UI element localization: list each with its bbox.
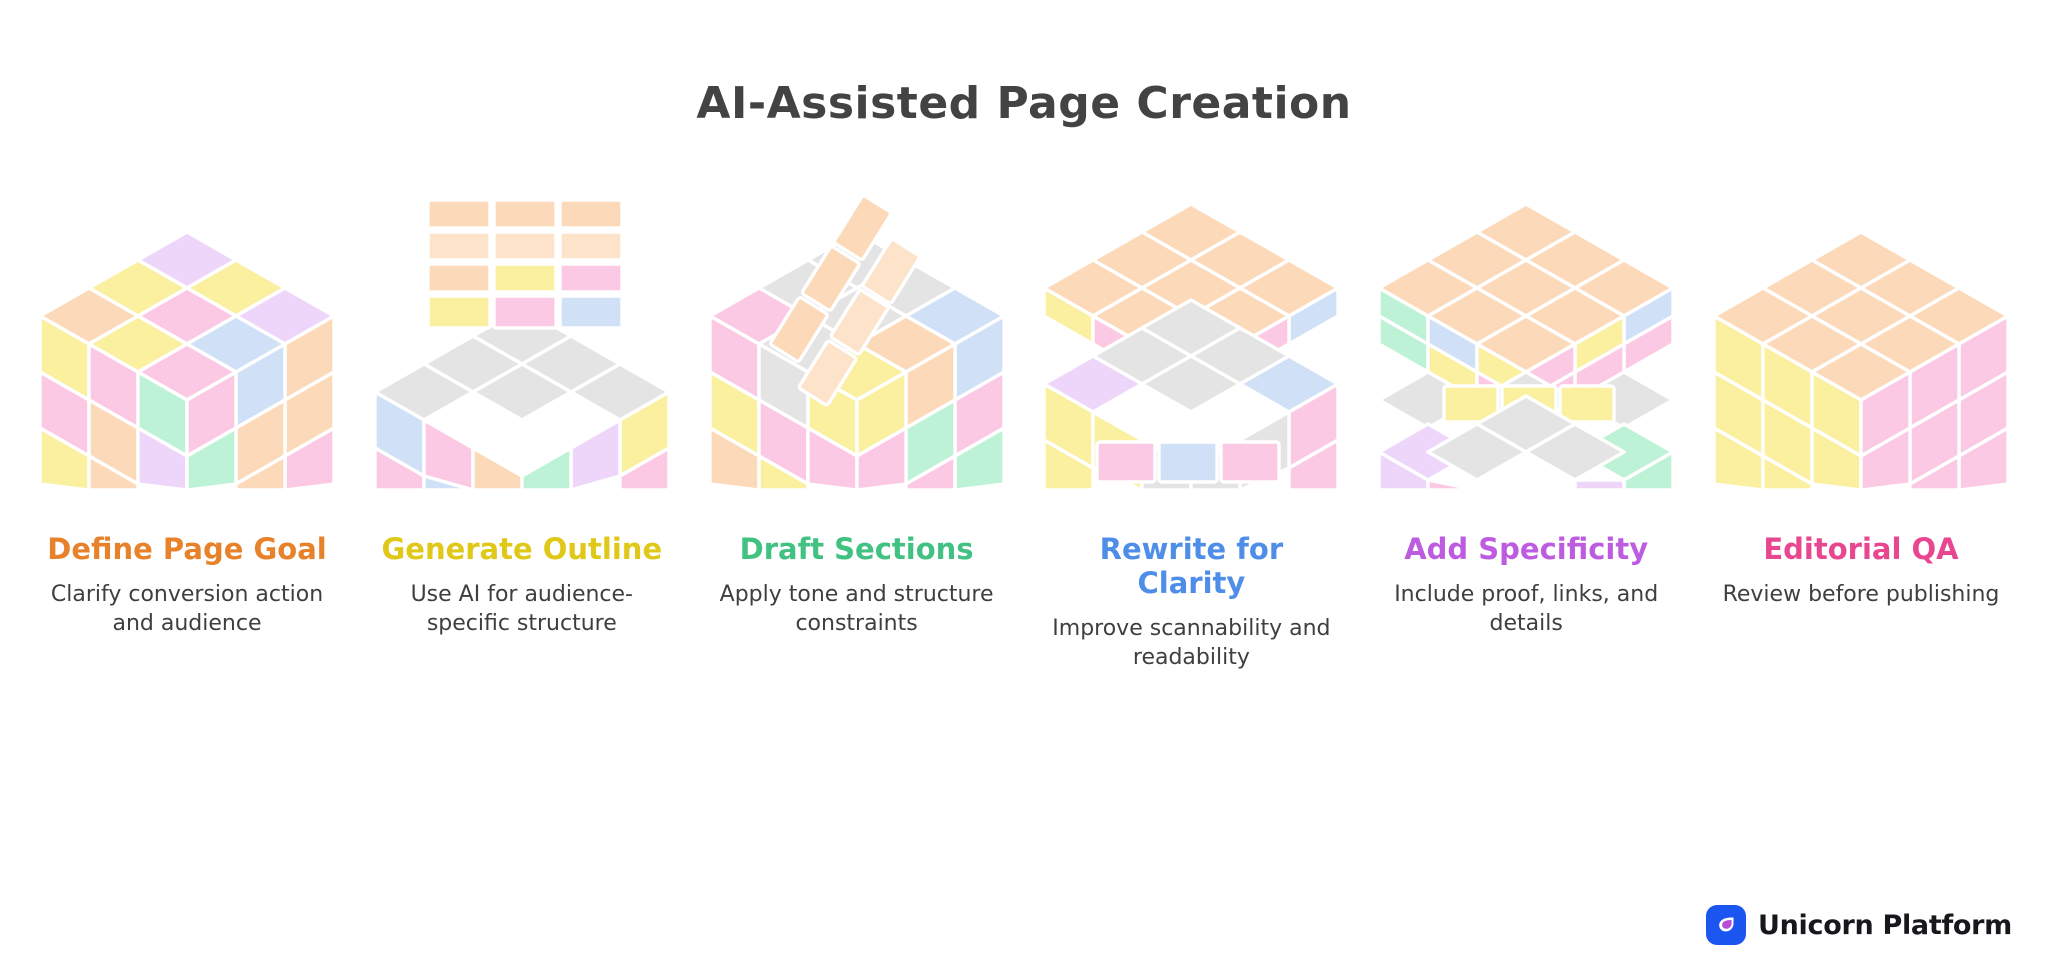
step-description: Apply tone and structure constraints [719,582,994,637]
cube-illustration-complete [1711,190,2011,490]
unicorn-droplet-icon [1705,905,1746,945]
cube-illustration-tilted-slab [707,190,1007,490]
step-column-draft-sections[interactable]: Draft Sections Apply tone and structure … [700,190,1014,638]
step-text-block: Generate Outline Use AI for audience-spe… [372,532,672,638]
cube-illustration-lifted-layer [1041,190,1341,490]
step-text-block: Rewrite for Clarity Improve scannability… [1041,532,1341,673]
step-description: Review before publishing [1722,582,2000,608]
step-text-block: Define Page Goal Clarify conversion acti… [37,532,337,638]
step-column-editorial-qa[interactable]: Editorial QA Review before publishing [1704,190,2018,609]
isometric-cube-svg [1377,202,1675,490]
isometric-cube-svg [38,230,336,490]
cube-illustration-solid [37,190,337,490]
step-title: Generate Outline [381,532,663,566]
step-description: Include proof, links, and details [1394,582,1659,637]
step-text-block: Draft Sections Apply tone and structure … [707,532,1007,638]
step-description: Improve scannability and readability [1052,616,1331,671]
isometric-cube-svg [707,194,1006,490]
step-title: Define Page Goal [47,532,327,566]
cube-illustration-split-layer [1376,190,1676,490]
steps-row: Define Page Goal Clarify conversion acti… [30,190,2018,673]
brand-name: Unicorn Platform [1757,909,2012,941]
cube-illustration-flat-panel [372,190,672,490]
step-title: Editorial QA [1763,532,1959,566]
step-column-rewrite-for-clarity[interactable]: Rewrite for Clarity Improve scannability… [1034,190,1348,673]
isometric-cube-svg [1042,202,1341,490]
step-title: Rewrite for Clarity [1099,532,1284,601]
isometric-cube-svg [1712,230,2010,490]
step-title: Draft Sections [739,532,974,566]
droplet-glyph [1719,917,1734,932]
step-text-block: Editorial QA Review before publishing [1711,532,2011,609]
step-column-generate-outline[interactable]: Generate Outline Use AI for audience-spe… [365,190,679,638]
page-title: AI-Assisted Page Creation [696,78,1352,129]
step-column-define-page-goal[interactable]: Define Page Goal Clarify conversion acti… [30,190,344,638]
step-description: Clarify conversion action and audience [50,582,324,637]
step-title: Add Specificity [1404,532,1649,566]
step-text-block: Add Specificity Include proof, links, an… [1376,532,1676,638]
step-column-add-specificity[interactable]: Add Specificity Include proof, links, an… [1369,190,1683,638]
isometric-cube-svg [373,198,671,490]
brand-footer[interactable]: Unicorn Platform [1705,905,2012,945]
step-description: Use AI for audience-specific structure [410,582,633,637]
